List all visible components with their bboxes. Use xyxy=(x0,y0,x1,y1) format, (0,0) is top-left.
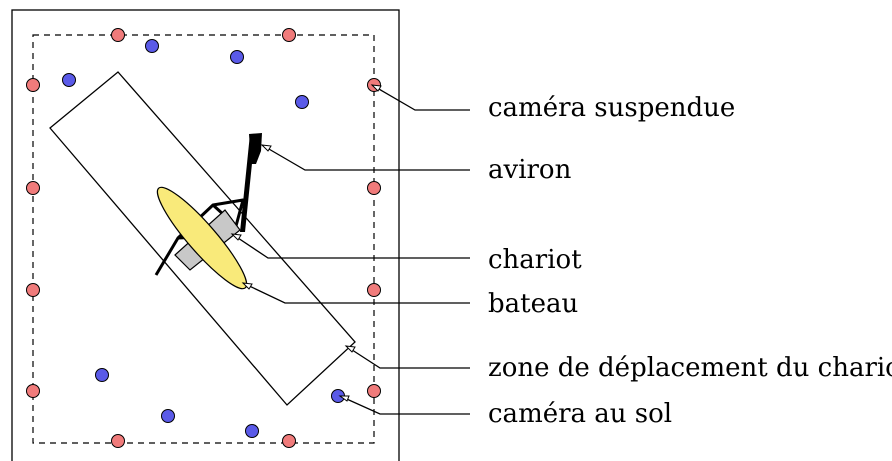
leader-carriage-zone xyxy=(345,345,470,369)
leader-hanging-camera xyxy=(371,84,470,111)
ground-camera-dot xyxy=(161,409,175,423)
arrowhead-carriage xyxy=(230,233,242,241)
hanging-camera-dot xyxy=(282,28,296,42)
ground-camera-dot xyxy=(230,50,244,64)
hanging-camera-dot xyxy=(367,181,381,195)
ground-camera-dot xyxy=(62,73,76,87)
label-boat: bateau xyxy=(488,289,578,319)
label-carriage: chariot xyxy=(488,245,582,275)
leader-oar xyxy=(261,144,470,171)
ground-camera-dot xyxy=(95,368,109,382)
label-carriage-zone: zone de déplacement du chariot xyxy=(488,353,892,383)
label-hanging-camera: caméra suspendue xyxy=(488,93,735,123)
hanging-camera-dot xyxy=(367,384,381,398)
ground-cameras xyxy=(62,39,345,438)
hanging-camera-dot xyxy=(282,434,296,448)
hanging-camera-dot xyxy=(111,434,125,448)
boat-hull xyxy=(156,186,248,290)
hanging-camera-dot xyxy=(26,384,40,398)
leader-carriage xyxy=(231,233,470,259)
camera-rig-dashed xyxy=(32,34,375,444)
oar-blade xyxy=(249,133,262,164)
carriage-zone xyxy=(49,71,356,406)
hanging-cameras xyxy=(26,28,381,448)
hanging-camera-dot xyxy=(26,283,40,297)
ground-camera-dot xyxy=(245,424,259,438)
ground-camera-dot xyxy=(145,39,159,53)
arrowhead-hanging-camera xyxy=(370,84,382,92)
arrowhead-boat xyxy=(241,282,253,290)
leader-ground-camera xyxy=(339,395,470,415)
hanging-camera-dot xyxy=(26,181,40,195)
label-oar: aviron xyxy=(488,155,572,185)
hanging-camera-dot xyxy=(111,28,125,42)
leader-boat xyxy=(242,282,470,304)
ground-camera-dot xyxy=(295,95,309,109)
label-ground-camera: caméra au sol xyxy=(488,399,672,429)
leader-lines xyxy=(230,84,470,415)
arrowhead-oar xyxy=(260,144,272,152)
hanging-camera-dot xyxy=(367,283,381,297)
room-frame xyxy=(11,9,400,461)
hanging-camera-dot xyxy=(26,78,40,92)
arrowhead-ground-camera xyxy=(338,395,350,402)
arrowhead-carriage-zone xyxy=(344,345,356,353)
